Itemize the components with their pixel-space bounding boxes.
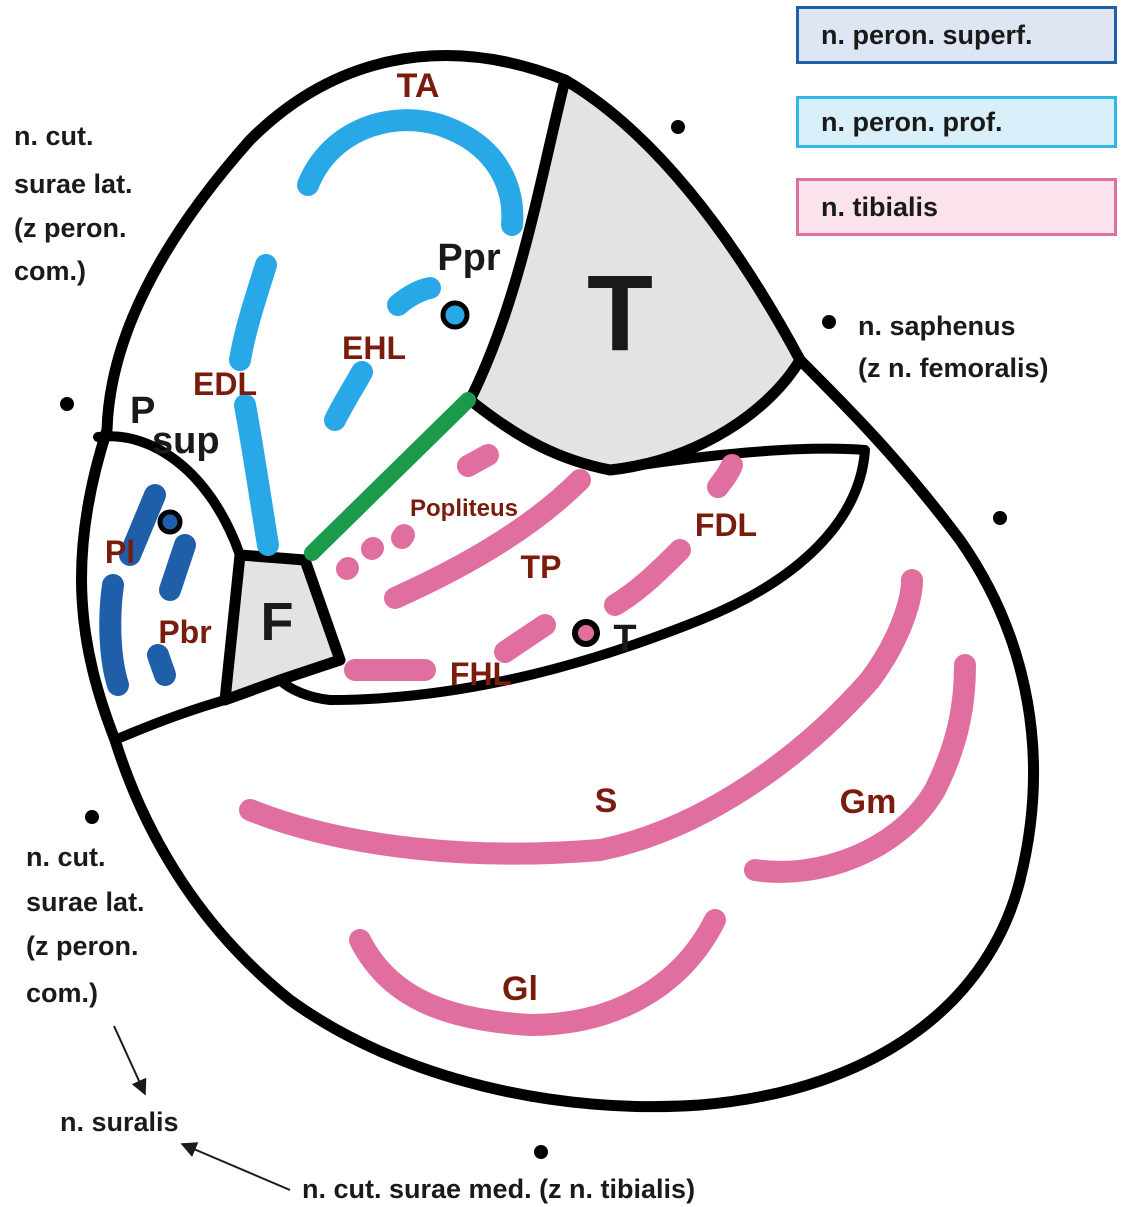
t-nerve-label: T — [613, 618, 636, 660]
cut-lat-top-line-4: com.) — [14, 256, 86, 286]
cut-lat-top-line-3: (z peron. — [14, 213, 127, 243]
arrow-to-suralis-from-lat — [114, 1026, 145, 1094]
popliteus-dot-1 — [402, 535, 404, 538]
nerve-dot-top-right — [671, 120, 685, 134]
popliteus-upper-line — [468, 455, 488, 466]
popliteus-dot-3 — [347, 568, 348, 569]
pbr-lower-line — [158, 655, 165, 675]
cut-lat-top-line-1: n. cut. — [14, 121, 94, 151]
saphenus-line-2: (z n. femoralis) — [858, 353, 1049, 383]
cut-lat-top-label: n. cut. surae lat. (z peron. com.) — [14, 121, 133, 286]
peron-prof-nerve-dot — [443, 303, 467, 327]
ta-label: TA — [397, 67, 440, 105]
cut-lat-bottom-line-4: com.) — [26, 978, 98, 1008]
nerve-dot-bottom — [534, 1145, 548, 1159]
tibia-label: T — [587, 252, 653, 373]
arrow-to-suralis-from-med — [182, 1144, 290, 1190]
psup-sub-label: sup — [152, 420, 220, 462]
pbr-upper-line — [170, 545, 185, 590]
popliteus-label: Popliteus — [410, 495, 518, 522]
pl-label: Pl — [105, 534, 135, 570]
nerve-dot-right — [993, 511, 1007, 525]
suralis-label: n. suralis — [60, 1107, 179, 1137]
fdl-upper-line — [718, 465, 732, 487]
cut-lat-bottom-line-3: (z peron. — [26, 931, 139, 961]
tp-label: TP — [521, 549, 562, 585]
cut-lat-bottom-line-2: surae lat. — [26, 887, 145, 917]
pl-main-line — [110, 585, 118, 685]
cut-med-label: n. cut. surae med. (z n. tibialis) — [302, 1174, 695, 1204]
edl-label: EDL — [193, 366, 257, 402]
popliteus-dot-2 — [372, 548, 373, 549]
cut-lat-bottom-label: n. cut. surae lat. (z peron. com.) — [26, 842, 145, 1008]
gl-label: Gl — [502, 970, 538, 1008]
ehl-label: EHL — [342, 330, 406, 366]
cut-lat-bottom-line-1: n. cut. — [26, 842, 106, 872]
pbr-label: Pbr — [158, 614, 211, 650]
fibula-label: F — [261, 592, 294, 652]
tibial-nerve-dot — [575, 622, 597, 644]
ppr-label: Ppr — [437, 237, 501, 279]
fdl-label: FDL — [695, 507, 757, 543]
s-label: S — [595, 782, 618, 820]
cut-lat-top-line-2: surae lat. — [14, 169, 133, 199]
nerve-dot-lower-left — [85, 810, 99, 824]
saphenus-label: n. saphenus (z n. femoralis) — [858, 311, 1049, 383]
saphenus-line-1: n. saphenus — [858, 311, 1016, 341]
nerve-dot-left — [60, 397, 74, 411]
fhl-label: FHL — [450, 656, 512, 692]
peron-superf-nerve-dot — [160, 512, 180, 532]
nerve-dot-saphenus — [822, 315, 836, 329]
gm-label: Gm — [840, 783, 897, 821]
